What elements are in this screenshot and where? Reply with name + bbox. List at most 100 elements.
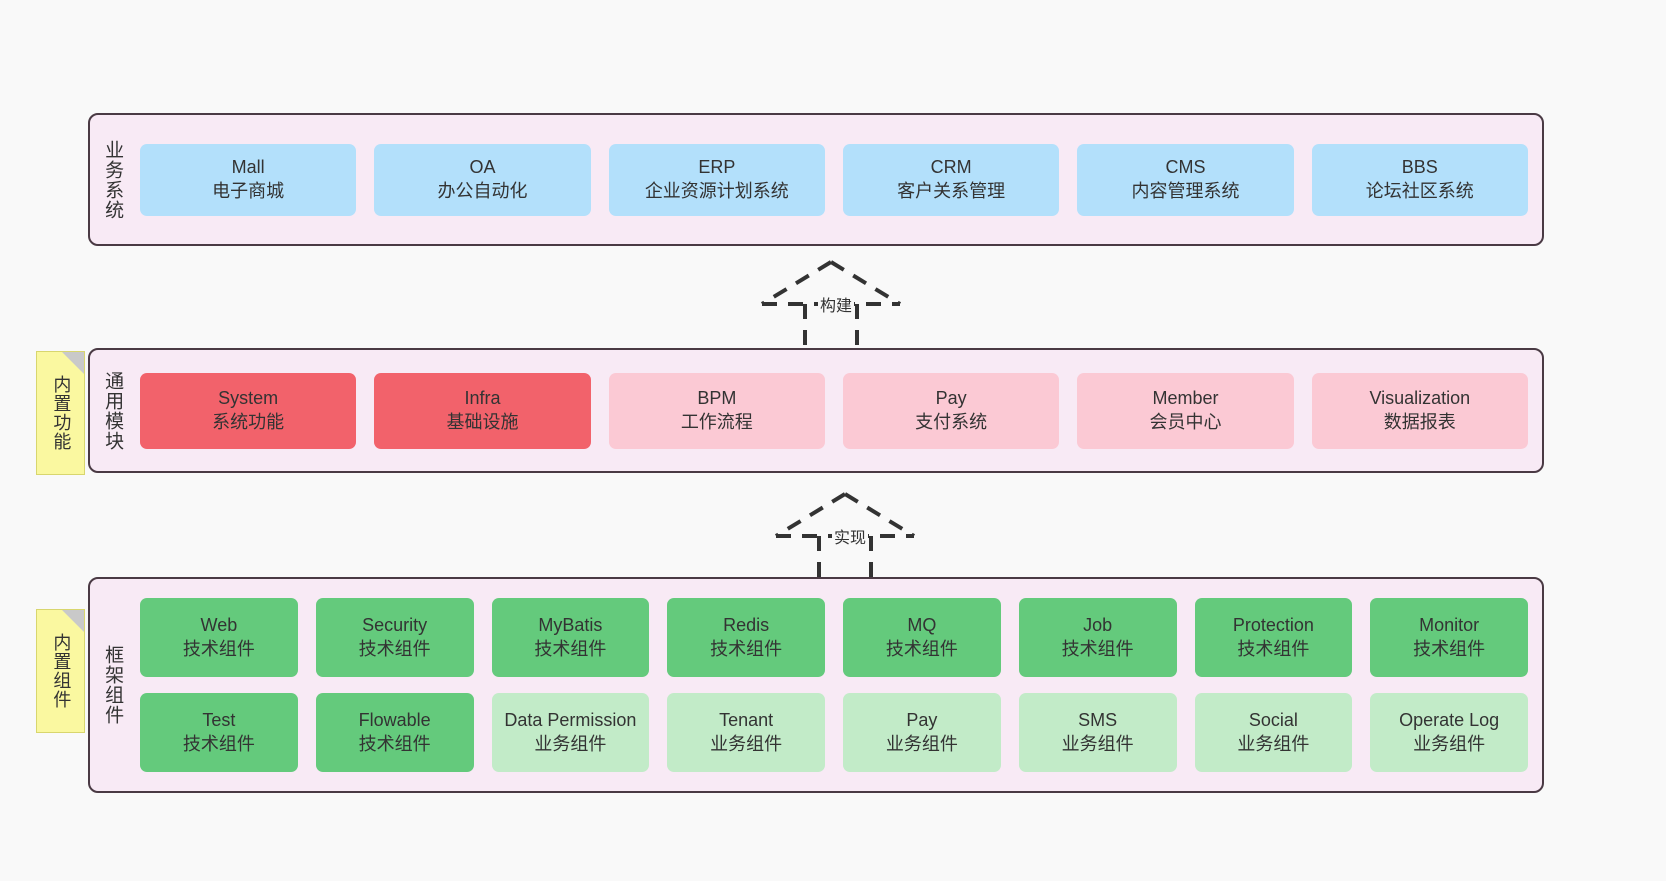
connector-implement-label: 实现: [832, 524, 869, 548]
node-title: Test: [202, 709, 236, 730]
node-title: Pay: [935, 387, 967, 408]
node-title: Tenant: [719, 709, 774, 730]
node-title: OA: [469, 156, 496, 177]
layer-body-common-modules: System 系统功能 Infra 基础设施 BPM 工作流程 Pay 支付系统…: [134, 350, 1542, 471]
node-mall[interactable]: Mall 电子商城: [140, 143, 357, 216]
node-subtitle: 业务组件: [1061, 733, 1134, 754]
node-subtitle: 支付系统: [915, 411, 988, 432]
node-subtitle: 技术组件: [1237, 638, 1310, 659]
node-pay-module[interactable]: Pay 支付系统: [842, 372, 1060, 449]
layer-body-framework-components: Web 技术组件 Security 技术组件 MyBatis 技术组件 Redi…: [134, 579, 1542, 791]
connector-build-label: 构建: [818, 292, 855, 316]
node-web[interactable]: Web 技术组件: [140, 598, 298, 677]
node-subtitle: 技术组件: [1413, 638, 1486, 659]
node-subtitle: 系统功能: [212, 411, 285, 432]
node-redis[interactable]: Redis 技术组件: [667, 598, 825, 677]
connector-implement: 实现: [770, 490, 920, 578]
connector-build: 构建: [756, 258, 906, 346]
node-title: Social: [1248, 709, 1298, 730]
node-title: System: [218, 387, 279, 408]
node-oa[interactable]: OA 办公自动化: [374, 143, 591, 216]
row-business-systems: Mall 电子商城 OA 办公自动化 ERP 企业资源计划系统 CRM 客户关系…: [140, 143, 1528, 216]
node-title: CRM: [930, 156, 972, 177]
node-title: Redis: [723, 614, 770, 635]
node-subtitle: 业务组件: [1413, 733, 1486, 754]
node-system[interactable]: System 系统功能: [140, 372, 357, 449]
note-label: 内置组件: [51, 633, 72, 709]
node-subtitle: 业务组件: [885, 733, 958, 754]
node-subtitle: 技术组件: [1061, 638, 1134, 659]
node-title: Web: [200, 614, 238, 635]
node-bpm[interactable]: BPM 工作流程: [608, 372, 825, 449]
note-builtin-functions: 内置功能: [36, 351, 85, 475]
node-pay-component[interactable]: Pay 业务组件: [843, 693, 1001, 772]
node-operate-log[interactable]: Operate Log 业务组件: [1370, 693, 1528, 772]
node-member[interactable]: Member 会员中心: [1077, 372, 1294, 449]
node-title: Mall: [231, 156, 265, 177]
note-label: 内置功能: [51, 375, 72, 451]
node-data-permission[interactable]: Data Permission 业务组件: [491, 693, 650, 772]
node-title: Member: [1152, 387, 1219, 408]
node-subtitle: 电子商城: [212, 180, 285, 201]
node-bbs[interactable]: BBS 论坛社区系统: [1311, 143, 1528, 216]
node-subtitle: 客户关系管理: [897, 180, 1006, 201]
node-protection[interactable]: Protection 技术组件: [1194, 598, 1353, 677]
node-title: Pay: [906, 709, 938, 730]
node-flowable[interactable]: Flowable 技术组件: [315, 693, 474, 772]
layer-title-framework-components: 框架组件: [102, 645, 124, 725]
node-title: Monitor: [1419, 614, 1480, 635]
node-subtitle: 数据报表: [1383, 411, 1456, 432]
node-title: SMS: [1078, 709, 1118, 730]
node-title: Flowable: [358, 709, 431, 730]
node-subtitle: 基础设施: [446, 411, 519, 432]
node-crm[interactable]: CRM 客户关系管理: [842, 143, 1060, 216]
node-security[interactable]: Security 技术组件: [315, 598, 474, 677]
row-business-components: Test 技术组件 Flowable 技术组件 Data Permission …: [140, 693, 1528, 772]
node-subtitle: 业务组件: [1237, 733, 1310, 754]
node-title: Job: [1083, 614, 1113, 635]
node-subtitle: 技术组件: [534, 638, 607, 659]
layer-framework-components: 框架组件 Web 技术组件 Security 技术组件 MyBatis 技术组件…: [88, 577, 1544, 793]
node-subtitle: 技术组件: [182, 733, 255, 754]
node-subtitle: 技术组件: [182, 638, 255, 659]
node-subtitle: 业务组件: [710, 733, 783, 754]
node-subtitle: 工作流程: [680, 411, 753, 432]
node-cms[interactable]: CMS 内容管理系统: [1077, 143, 1294, 216]
node-title: MQ: [907, 614, 937, 635]
node-social[interactable]: Social 业务组件: [1194, 693, 1353, 772]
node-title: Security: [362, 614, 428, 635]
node-subtitle: 技术组件: [710, 638, 783, 659]
node-title: MyBatis: [538, 614, 603, 635]
node-subtitle: 内容管理系统: [1131, 180, 1240, 201]
row-tech-components: Web 技术组件 Security 技术组件 MyBatis 技术组件 Redi…: [140, 598, 1528, 677]
node-title: Protection: [1232, 614, 1314, 635]
layer-title-business-systems: 业务系统: [102, 139, 124, 220]
node-title: Visualization: [1369, 387, 1471, 408]
node-subtitle: 论坛社区系统: [1365, 180, 1474, 201]
node-subtitle: 办公自动化: [437, 180, 528, 201]
node-subtitle: 会员中心: [1149, 411, 1222, 432]
node-monitor[interactable]: Monitor 技术组件: [1370, 598, 1528, 677]
row-common-modules: System 系统功能 Infra 基础设施 BPM 工作流程 Pay 支付系统…: [140, 372, 1528, 449]
node-job[interactable]: Job 技术组件: [1018, 598, 1177, 677]
node-subtitle: 技术组件: [885, 638, 958, 659]
node-sms[interactable]: SMS 业务组件: [1018, 693, 1177, 772]
node-title: Operate Log: [1399, 709, 1500, 730]
node-title: Infra: [464, 387, 501, 408]
node-infra[interactable]: Infra 基础设施: [374, 372, 591, 449]
node-erp[interactable]: ERP 企业资源计划系统: [608, 143, 825, 216]
node-test[interactable]: Test 技术组件: [140, 693, 298, 772]
node-visualization[interactable]: Visualization 数据报表: [1311, 372, 1528, 449]
node-tenant[interactable]: Tenant 业务组件: [667, 693, 825, 772]
node-title: BPM: [697, 387, 737, 408]
node-subtitle: 技术组件: [358, 733, 431, 754]
node-title: CMS: [1165, 156, 1206, 177]
note-builtin-components: 内置组件: [36, 609, 85, 733]
node-mybatis[interactable]: MyBatis 技术组件: [491, 598, 650, 677]
layer-business-systems: 业务系统 Mall 电子商城 OA 办公自动化 ERP 企业资源计划系统 CRM…: [88, 113, 1544, 246]
node-subtitle: 企业资源计划系统: [644, 180, 789, 201]
node-title: BBS: [1401, 156, 1438, 177]
layer-common-modules: 通用模块 System 系统功能 Infra 基础设施 BPM 工作流程 Pay…: [88, 348, 1544, 473]
node-mq[interactable]: MQ 技术组件: [843, 598, 1001, 677]
